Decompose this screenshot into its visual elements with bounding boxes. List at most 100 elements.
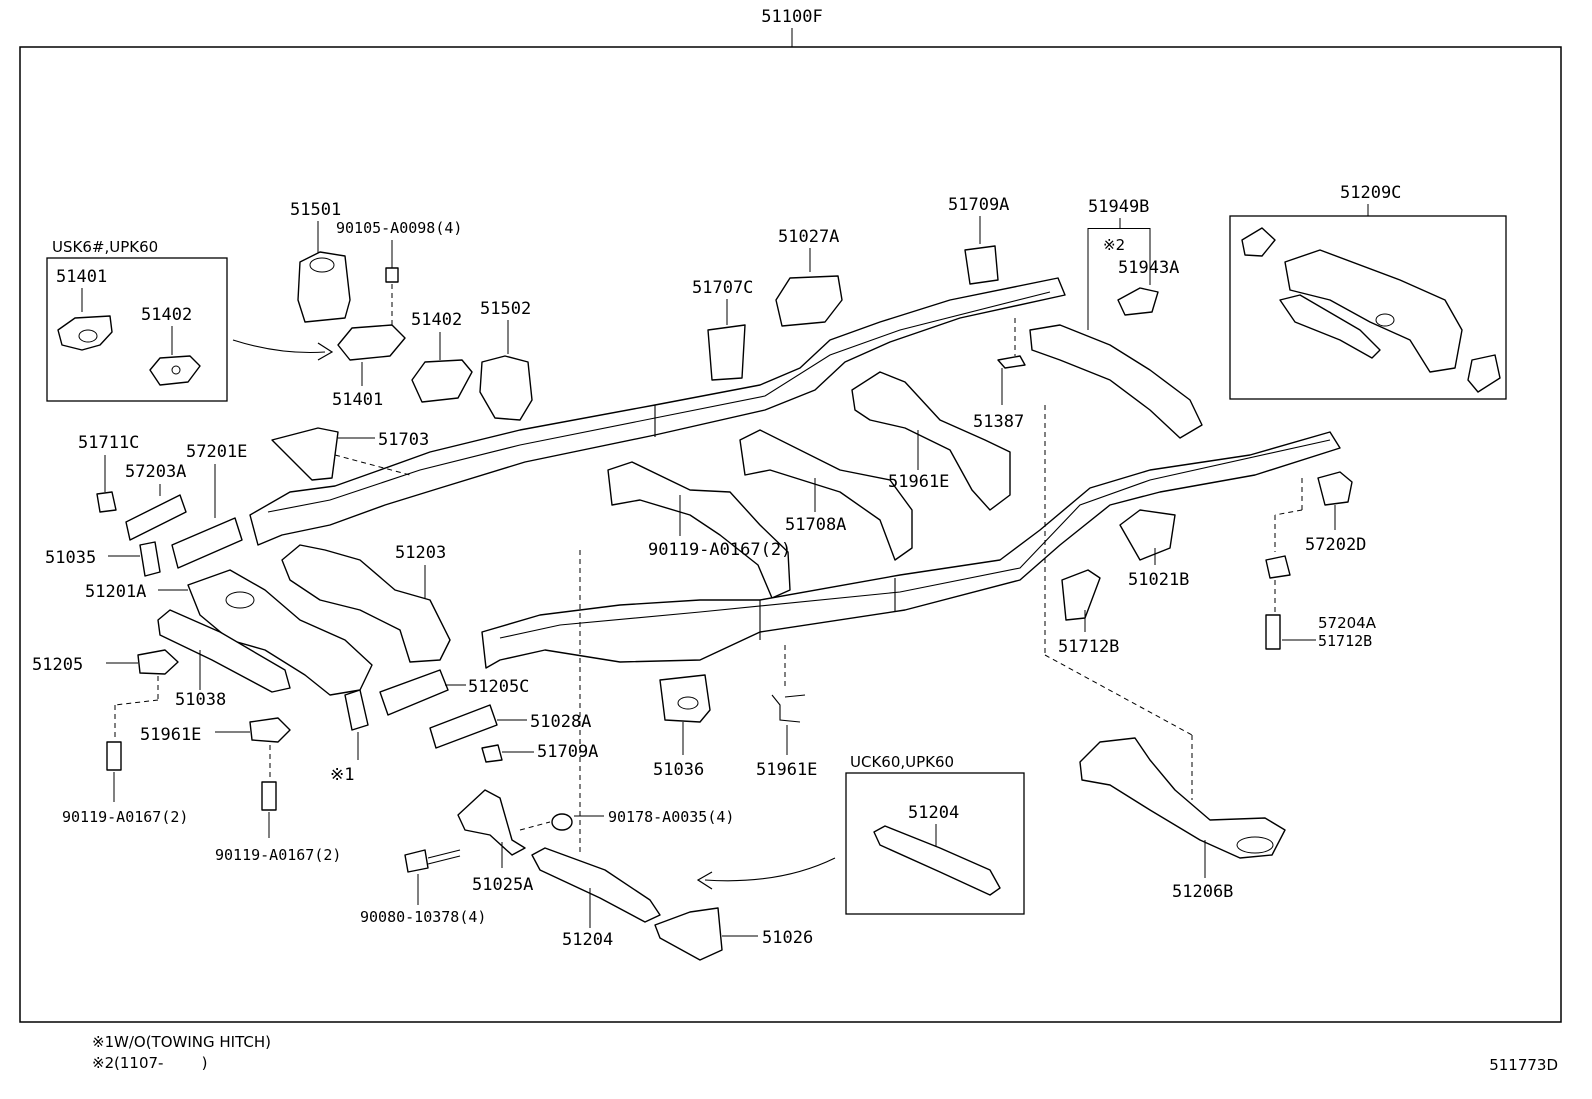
part-51206b	[1079, 737, 1286, 859]
part-51028a	[1119, 509, 1176, 561]
part-51204	[531, 847, 661, 923]
arrow-inset-to-51401	[232, 339, 326, 354]
label-51709a-right[interactable]: 57202D	[1305, 535, 1366, 555]
bolt-90119-right	[1265, 614, 1281, 650]
label-57202d[interactable]: 51205C	[468, 677, 529, 697]
part-51038	[739, 429, 913, 561]
frame-rail-right	[481, 431, 1341, 669]
part-51026	[654, 907, 723, 961]
part-57202d	[379, 669, 449, 716]
label-51201a[interactable]: 51201A	[85, 582, 146, 602]
label-51402-inset[interactable]: 51402	[141, 305, 192, 325]
bolt-90119-mid	[261, 781, 277, 811]
label-90105-a0098[interactable]: 90105-A0098(4)	[336, 219, 462, 237]
label-51209c[interactable]: 51209C	[1340, 183, 1401, 203]
part-51036	[344, 689, 369, 731]
part-51203	[281, 544, 451, 663]
label-51204[interactable]: 51204	[562, 930, 613, 950]
part-51961e-lower	[249, 717, 291, 743]
part-51703	[271, 427, 339, 481]
label-51502[interactable]: 51502	[480, 299, 531, 319]
label-51203[interactable]: 51203	[395, 543, 446, 563]
arrow-uck-to-51204	[704, 857, 836, 882]
part-51712b	[481, 744, 503, 763]
label-51036[interactable]: ※1	[330, 765, 354, 785]
part-51402	[411, 359, 473, 403]
footnote-2-mark: ※2	[92, 1054, 114, 1072]
part-51709a-small	[1265, 555, 1291, 579]
part-51383	[771, 694, 801, 723]
label-51025a[interactable]: 51025A	[472, 875, 533, 895]
label-51035[interactable]: 51035	[45, 548, 96, 568]
label-51961e-upper[interactable]: 51205	[32, 655, 83, 675]
label-51712b[interactable]: 51709A	[537, 742, 598, 762]
part-51708a	[1061, 569, 1101, 621]
part-57204a	[429, 704, 498, 749]
label-51038[interactable]: 51708A	[785, 515, 846, 535]
part-51025a	[457, 789, 526, 856]
main-assembly-label[interactable]: 51100F	[761, 7, 822, 27]
label-51028a[interactable]: 51021B	[1128, 570, 1189, 590]
part-51502	[479, 355, 533, 421]
label-51943a[interactable]: 51943A	[1118, 258, 1179, 278]
part-51401	[337, 324, 406, 361]
inset-usk-title: USK6#,UPK60	[52, 238, 158, 256]
label-90119-mid[interactable]: 90119-A0167(2)	[215, 846, 341, 864]
part-51501	[297, 251, 351, 323]
mark-note1-right: 57204A	[1318, 614, 1377, 632]
label-51708a[interactable]: 51712B	[1058, 637, 1119, 657]
inset-usk-upk: USK6#,UPK60 51401 51402	[46, 238, 228, 402]
reference-id: 511773D	[1489, 1056, 1558, 1074]
label-90119-right[interactable]: 51712B	[1318, 632, 1372, 650]
part-57203a	[125, 494, 187, 541]
inset-uck-upk: UCK60,UPK60 51204	[845, 753, 1025, 915]
part-51961e-upper	[137, 649, 179, 675]
label-51402[interactable]: 51402	[411, 310, 462, 330]
label-51501[interactable]: 51501	[290, 200, 341, 220]
label-51401-inset[interactable]: 51401	[56, 267, 107, 287]
main-frame-border	[19, 46, 1562, 1023]
label-51961e-lower[interactable]: 51961E	[140, 725, 201, 745]
inset-51209c: 51209C	[1229, 183, 1507, 400]
part-51387	[997, 355, 1026, 369]
label-51027a[interactable]: 51027A	[778, 227, 839, 247]
label-51711c[interactable]: 51711C	[78, 433, 139, 453]
label-90080-10378[interactable]: 90080-10378(4)	[360, 908, 486, 926]
part-51021b	[157, 609, 291, 693]
label-51707c[interactable]: 51707C	[692, 278, 753, 298]
part-51205	[607, 461, 791, 599]
label-90119-left[interactable]: 90119-A0167(2)	[62, 808, 188, 826]
label-51204-inset[interactable]: 51204	[908, 803, 959, 823]
label-51709a-top[interactable]: 51709A	[948, 195, 1009, 215]
part-51943a	[1117, 287, 1159, 316]
label-51026[interactable]: 51026	[762, 928, 813, 948]
label-57201e[interactable]: 57201E	[186, 442, 247, 462]
part-51035	[139, 541, 161, 577]
part-57201e	[171, 517, 243, 569]
label-51401[interactable]: 51401	[332, 390, 383, 410]
part-51707c	[707, 324, 746, 381]
footnote-1-mark: ※1	[92, 1033, 114, 1051]
part-51949b	[1029, 324, 1203, 439]
label-51703[interactable]: 51703	[378, 430, 429, 450]
label-51021b[interactable]: 51038	[175, 690, 226, 710]
part-51205c	[851, 371, 1011, 511]
label-51206b[interactable]: 51206B	[1172, 882, 1233, 902]
part-51709a-right	[1317, 471, 1353, 506]
label-51949b[interactable]: 51949B	[1088, 197, 1149, 217]
label-51387[interactable]: 51387	[973, 412, 1024, 432]
label-90178-a0035[interactable]: 90178-A0035(4)	[608, 808, 734, 826]
label-51704[interactable]: 51036	[653, 760, 704, 780]
bolt-90080	[404, 849, 429, 873]
inset-uck-title: UCK60,UPK60	[850, 753, 954, 771]
label-51205[interactable]: 90119-A0167(2)	[648, 540, 791, 560]
label-57203a[interactable]: 57203A	[125, 462, 186, 482]
part-51709a-top	[964, 245, 999, 285]
label-51383[interactable]: 51961E	[756, 760, 817, 780]
bolt-90119-left	[106, 741, 122, 771]
label-57204a[interactable]: 51028A	[530, 712, 591, 732]
bracket-51949b	[1088, 228, 1150, 229]
part-51027a	[775, 275, 843, 327]
label-51205c[interactable]: 51961E	[888, 472, 949, 492]
